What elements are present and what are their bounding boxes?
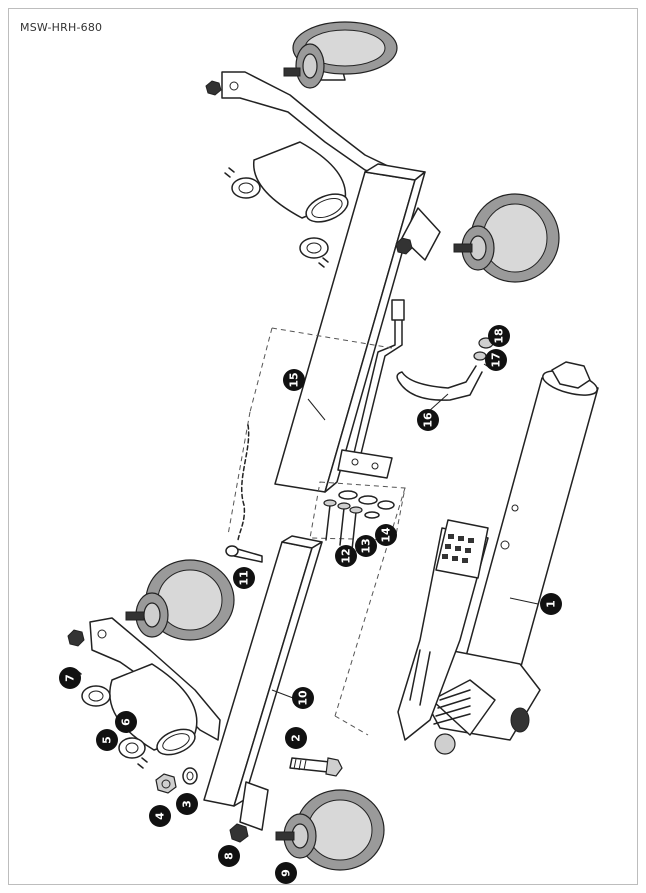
callout-13: 13: [355, 535, 377, 557]
mounting-plate: [337, 449, 393, 479]
callout-17: 17: [485, 349, 507, 371]
pump-pedal: [397, 519, 489, 741]
callout-marker: [540, 593, 562, 615]
callout-2: 2: [285, 727, 307, 749]
callout-label: 13: [360, 538, 373, 553]
callout-12: 12: [335, 545, 357, 567]
callout-marker: [417, 409, 439, 431]
pump-base: [424, 649, 541, 755]
callout-label: 3: [181, 800, 194, 808]
bolt-2: [289, 757, 343, 777]
caster-wheel-upper-right: [395, 193, 560, 283]
callout-label: 8: [223, 852, 236, 860]
lower-bracket-nut: [67, 629, 85, 647]
callout-16: 16: [417, 409, 439, 431]
callout-label: 2: [290, 734, 303, 742]
callout-marker: [335, 545, 357, 567]
upper-pipe-sleeve: [253, 141, 349, 223]
callout-marker: [285, 727, 307, 749]
top-bracket-nut: [205, 80, 222, 96]
safety-chain: [225, 424, 263, 563]
callout-marker: [233, 567, 255, 589]
callout-label: 16: [422, 412, 435, 428]
callout-label: 9: [280, 869, 293, 877]
callout-11: 11: [233, 567, 255, 589]
callout-label: 11: [238, 570, 251, 585]
callout-marker: [275, 862, 297, 884]
callout-label: 14: [380, 527, 393, 543]
callout-3: 3: [176, 793, 198, 815]
nut-4: [155, 773, 177, 794]
upper-collar-left: [224, 167, 261, 199]
callout-marker: [96, 729, 118, 751]
callout-8: 8: [218, 845, 240, 867]
hydraulic-group-outline: [227, 327, 406, 736]
callout-14: 14: [375, 524, 397, 546]
callout-label: 6: [120, 718, 133, 726]
callout-marker: [485, 349, 507, 371]
caster-wheel-lower-right: [275, 789, 385, 871]
page-frame: [8, 8, 638, 885]
nut-8: [229, 823, 249, 843]
callout-label: 12: [340, 548, 353, 563]
callout-marker: [283, 369, 305, 391]
lower-collar-top: [71, 669, 111, 707]
callout-marker: [375, 524, 397, 546]
bolts-and-washers: [323, 490, 395, 551]
nut-17: [473, 351, 487, 361]
callout-marker: [292, 687, 314, 709]
model-code: MSW-HRH-680: [20, 21, 103, 34]
callout-5: 5: [96, 729, 118, 751]
callout-label: 18: [493, 328, 506, 343]
callout-marker: [176, 793, 198, 815]
callout-15: 15: [283, 369, 305, 391]
callout-marker: [218, 845, 240, 867]
callout-label: 17: [490, 352, 503, 367]
callout-label: 5: [101, 736, 114, 744]
callout-label: 4: [154, 812, 167, 820]
callout-18: 18: [488, 325, 510, 347]
callout-label: 10: [297, 690, 310, 706]
lower-collar-bottom: [118, 737, 148, 769]
callout-label: 15: [288, 372, 301, 387]
callout-6: 6: [115, 711, 137, 733]
upper-collar-right: [299, 237, 329, 268]
callout-marker: [115, 711, 137, 733]
callout-7: 7: [59, 667, 81, 689]
callout-marker: [488, 325, 510, 347]
hydraulic-cylinder: [464, 361, 599, 671]
callout-1: 1: [540, 593, 562, 615]
callout-marker: [355, 535, 377, 557]
push-rod: [349, 299, 493, 471]
washer-3: [182, 767, 198, 785]
callout-9: 9: [275, 862, 297, 884]
caster-wheel-top: [283, 21, 398, 89]
lower-frame-tube: [203, 535, 323, 831]
callout-10: 10: [292, 687, 314, 709]
callout-marker: [149, 805, 171, 827]
callout-label: 7: [64, 674, 77, 682]
caster-wheel-lower-left: [125, 559, 235, 641]
callout-4: 4: [149, 805, 171, 827]
callout-label: 1: [545, 600, 558, 608]
callout-marker: [59, 667, 81, 689]
